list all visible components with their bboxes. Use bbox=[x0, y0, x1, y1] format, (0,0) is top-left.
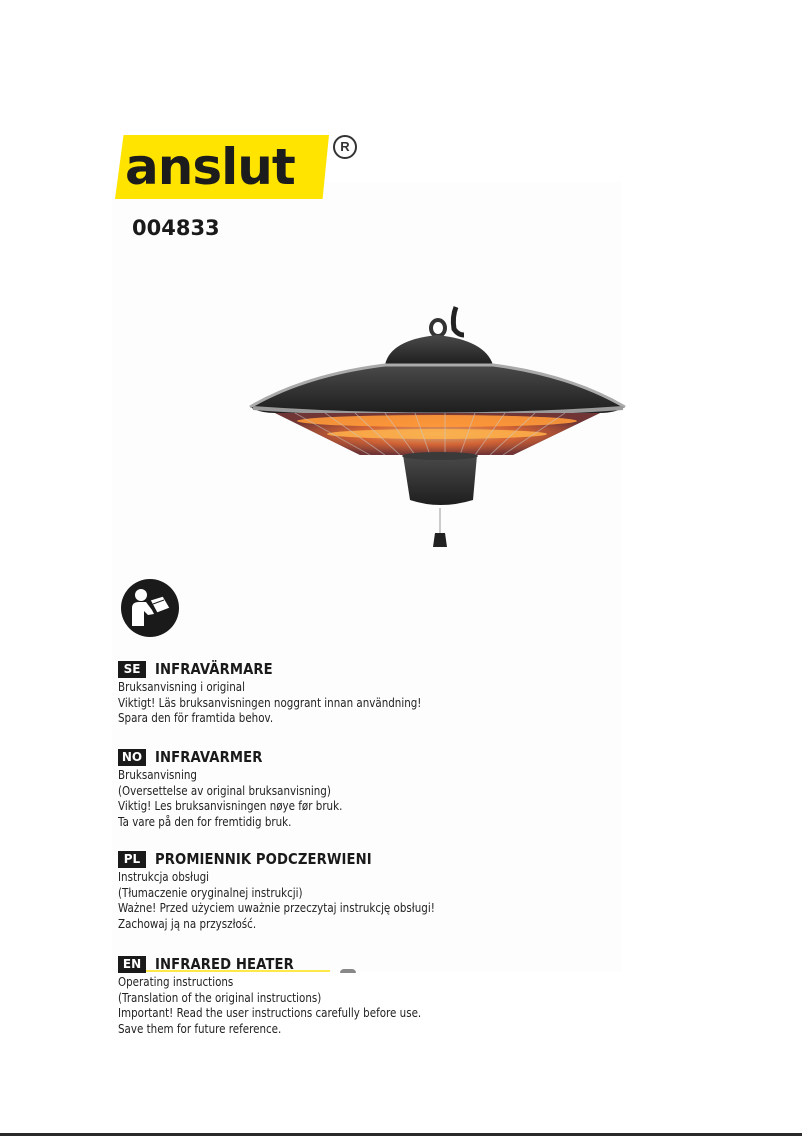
section-no: NO INFRAVARMER Bruksanvisning (Oversette… bbox=[118, 747, 379, 830]
language-badge-en: EN bbox=[118, 955, 146, 973]
section-line: Save them for future reference. bbox=[118, 1021, 282, 1036]
section-line: Important! Read the user instructions ca… bbox=[118, 1006, 422, 1020]
anslut-logo: anslut R bbox=[115, 135, 365, 205]
language-badge-se: SE bbox=[118, 660, 146, 678]
registered-trademark-icon: R bbox=[333, 135, 357, 159]
language-badge-no: NO bbox=[118, 748, 146, 766]
section-en: EN INFRARED HEATER Operating instruction… bbox=[118, 954, 471, 1037]
section-line: (Oversettelse av original bruksanvisning… bbox=[118, 783, 331, 798]
logo-text: anslut bbox=[125, 138, 296, 196]
section-line: Instrukcja obsługi bbox=[118, 870, 210, 884]
section-line: Operating instructions bbox=[118, 975, 234, 989]
section-line: Ta vare på den for fremtidig bruk. bbox=[118, 814, 292, 829]
section-line: Bruksanvisning i original bbox=[118, 680, 245, 694]
section-line: Ważne! Przed użyciem uważnie przeczytaj … bbox=[118, 901, 435, 915]
section-line: Viktigt! Läs bruksanvisningen noggrant i… bbox=[118, 695, 422, 710]
section-title-en: INFRARED HEATER bbox=[155, 955, 294, 973]
section-line: Viktig! Les bruksanvisningen nøye før br… bbox=[118, 799, 343, 813]
section-title-se: INFRAVÄRMARE bbox=[155, 660, 273, 678]
section-title-no: INFRAVARMER bbox=[155, 748, 263, 766]
logo-yellow-band bbox=[115, 135, 329, 199]
section-line: Zachowaj ją na przyszłość. bbox=[118, 916, 257, 931]
section-title-pl: PROMIENNIK PODCZERWIENI bbox=[155, 850, 372, 868]
section-line: (Translation of the original instruction… bbox=[118, 990, 322, 1005]
page-bottom-edge bbox=[0, 1133, 802, 1136]
page-background bbox=[112, 182, 622, 972]
read-manual-icon bbox=[120, 578, 180, 638]
section-pl: PL PROMIENNIK PODCZERWIENI Instrukcja ob… bbox=[118, 849, 486, 932]
language-badge-pl: PL bbox=[118, 850, 146, 868]
section-line: Spara den för framtida behov. bbox=[118, 711, 274, 725]
decorative-artifact bbox=[340, 969, 356, 973]
section-line: Bruksanvisning bbox=[118, 768, 197, 782]
yellow-divider bbox=[122, 970, 330, 972]
section-line: (Tłumaczenie oryginalnej instrukcji) bbox=[118, 885, 303, 900]
article-number: 004833 bbox=[132, 216, 220, 240]
patio-heater-image bbox=[245, 295, 630, 560]
section-se: SE INFRAVÄRMARE Bruksanvisning i origina… bbox=[118, 659, 471, 727]
